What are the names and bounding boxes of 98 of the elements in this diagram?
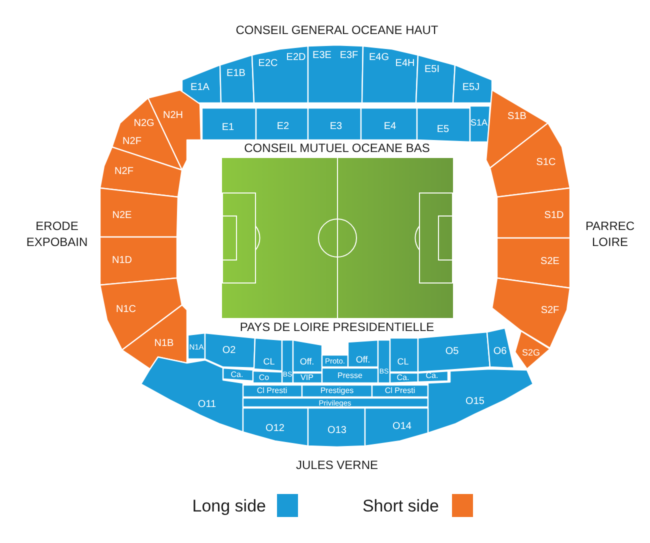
section-label: N1C bbox=[116, 305, 136, 315]
seating-section bbox=[308, 108, 361, 140]
section-label: N2F bbox=[114, 167, 134, 177]
section-label: E4H bbox=[395, 59, 415, 69]
seating-section bbox=[453, 65, 492, 103]
seating-section bbox=[282, 340, 293, 383]
seating-section bbox=[202, 108, 256, 140]
section-label: Cl Presti bbox=[256, 387, 288, 395]
section-label: CL bbox=[397, 358, 409, 366]
section-label: E5J bbox=[462, 83, 480, 93]
section-label: O5 bbox=[445, 347, 459, 357]
legend-label: Long side bbox=[192, 498, 266, 514]
seating-section bbox=[188, 333, 205, 359]
seating-section bbox=[372, 385, 428, 397]
section-label: O13 bbox=[328, 426, 346, 436]
section-label: N2E bbox=[112, 211, 132, 221]
seating-section bbox=[253, 371, 282, 383]
seating-section bbox=[243, 408, 308, 446]
section-label: O12 bbox=[266, 424, 284, 434]
seating-section bbox=[378, 340, 390, 383]
section-label: E2C bbox=[258, 59, 278, 69]
seating-section bbox=[100, 147, 182, 197]
section-label: Off. bbox=[356, 356, 370, 364]
seating-section bbox=[487, 328, 514, 368]
section-label: E1B bbox=[226, 69, 246, 79]
seating-section bbox=[243, 385, 302, 397]
section-label: E2D bbox=[286, 53, 306, 63]
seating-section bbox=[362, 46, 418, 103]
section-label: Ca. bbox=[396, 374, 410, 382]
seating-section bbox=[100, 237, 177, 285]
seating-section bbox=[365, 408, 428, 446]
seating-section bbox=[390, 373, 418, 383]
section-label: Presse bbox=[338, 372, 362, 380]
section-label: E4G bbox=[369, 53, 389, 63]
section-label: E3E bbox=[312, 51, 332, 61]
seating-section bbox=[322, 355, 348, 367]
seating-section bbox=[254, 338, 282, 371]
stand-name: JULES VERNE bbox=[294, 457, 380, 473]
stand-name: PAYS DE LOIRE PRESIDENTIELLE bbox=[238, 319, 436, 335]
section-label: N2G bbox=[134, 119, 154, 129]
section-label: E5 bbox=[436, 125, 450, 135]
seating-section bbox=[470, 106, 490, 142]
section-label: Ca. bbox=[426, 372, 438, 380]
seating-section bbox=[100, 188, 178, 237]
section-label: Off. bbox=[300, 358, 314, 366]
seating-section bbox=[100, 278, 182, 350]
section-label: O14 bbox=[392, 422, 412, 432]
section-label: O2 bbox=[222, 346, 236, 356]
seating-section bbox=[490, 123, 570, 197]
seating-section bbox=[252, 46, 308, 103]
section-label: CL bbox=[263, 358, 275, 366]
section-label: O11 bbox=[198, 400, 216, 410]
seating-section bbox=[417, 108, 470, 142]
seating-section bbox=[308, 408, 365, 447]
section-label: N1D bbox=[112, 256, 132, 266]
seating-section bbox=[293, 340, 322, 372]
section-label: Ca. bbox=[230, 371, 244, 379]
stand-name: CONSEIL MUTUEL OCEANE BAS bbox=[243, 140, 431, 156]
section-label: Cl Presti bbox=[384, 387, 416, 395]
seating-section bbox=[390, 338, 418, 372]
section-label: E2 bbox=[276, 122, 290, 132]
section-label: E1A bbox=[190, 83, 210, 93]
section-label: N2H bbox=[163, 111, 183, 121]
section-label: S2F bbox=[540, 306, 560, 316]
seating-section bbox=[515, 331, 550, 369]
section-label: N1B bbox=[154, 339, 174, 349]
stand-name: CONSEIL GENERAL OCEANE HAUT bbox=[234, 22, 440, 38]
stand-name: PARREC LOIRE bbox=[584, 218, 636, 250]
seating-section bbox=[293, 373, 322, 383]
section-label: VIP bbox=[300, 374, 314, 382]
seating-section bbox=[416, 55, 455, 103]
section-label: E3F bbox=[340, 51, 358, 61]
seating-section bbox=[322, 368, 378, 383]
section-label: S2G bbox=[522, 348, 540, 358]
section-label: Prestiges bbox=[320, 387, 354, 395]
section-label: S1B bbox=[508, 112, 526, 122]
section-label: O15 bbox=[466, 397, 484, 407]
legend-label: Short side bbox=[362, 498, 439, 514]
seating-section bbox=[308, 45, 363, 103]
seating-section bbox=[361, 108, 417, 140]
seating-section bbox=[497, 188, 570, 238]
seating-section bbox=[220, 55, 254, 103]
section-label: S1D bbox=[544, 211, 564, 221]
seating-section bbox=[256, 108, 308, 140]
section-label: Co bbox=[258, 374, 270, 382]
stand-name: ERODE EXPOBAIN bbox=[25, 218, 89, 250]
section-label: E1 bbox=[222, 123, 234, 133]
seating-section bbox=[302, 385, 372, 397]
section-label: O6 bbox=[493, 347, 507, 357]
section-label: E3 bbox=[330, 122, 342, 132]
section-label: N2F bbox=[122, 137, 142, 147]
seating-section bbox=[418, 371, 448, 382]
seating-section bbox=[348, 340, 378, 367]
section-label: S1C bbox=[536, 158, 556, 168]
section-label: E4 bbox=[384, 122, 396, 132]
seating-section bbox=[243, 398, 428, 407]
section-label: E5I bbox=[424, 65, 440, 75]
section-label: S1A bbox=[470, 118, 488, 128]
